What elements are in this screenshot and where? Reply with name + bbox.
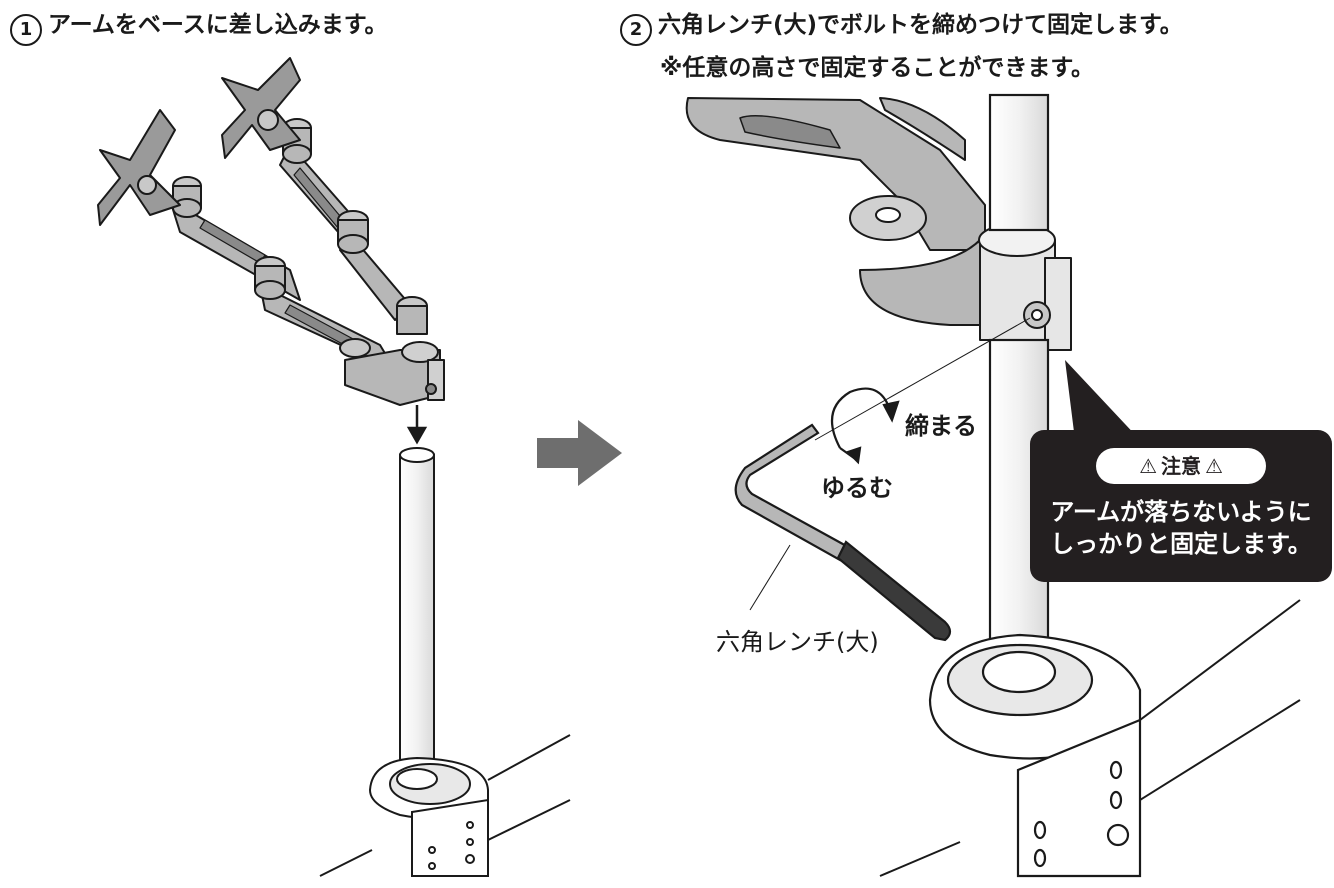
caution-line-1: アームが落ちないように bbox=[1050, 498, 1312, 526]
rotation-arrow bbox=[830, 387, 900, 465]
step-2-text: 六角レンチ(大)でボルトを締めつけて固定します。 bbox=[658, 12, 1183, 38]
caution-box: ⚠注意⚠ アームが落ちないように しっかりと固定します。 bbox=[1030, 430, 1332, 582]
warning-icon: ⚠ bbox=[1139, 454, 1157, 478]
caution-line-2: しっかりと固定します。 bbox=[1050, 530, 1312, 559]
insert-down-arrow bbox=[406, 405, 428, 445]
dual-monitor-arm bbox=[97, 57, 445, 406]
step-1-text: アームをベースに差し込みます。 bbox=[48, 12, 388, 38]
wrench-label: 六角レンチ(大) bbox=[716, 628, 879, 656]
pole-step2 bbox=[988, 93, 1050, 667]
warning-icon: ⚠ bbox=[1205, 454, 1223, 478]
step-2-note: ※任意の高さで固定することができます。 bbox=[660, 55, 1095, 81]
arm-closeup bbox=[685, 97, 1072, 351]
hex-wrench bbox=[734, 423, 952, 642]
desk-clamp-step1 bbox=[368, 756, 489, 877]
caution-title: 注意 bbox=[1161, 454, 1201, 478]
caution-pointer bbox=[1065, 360, 1140, 440]
desk-clamp-step2 bbox=[928, 633, 1142, 878]
desk-edge-step1 bbox=[319, 734, 571, 877]
tighten-label: 締まる bbox=[905, 412, 977, 440]
loosen-label: ゆるむ bbox=[821, 474, 893, 502]
next-step-arrow bbox=[537, 420, 622, 486]
step-1-number: 1 bbox=[10, 14, 42, 46]
pole-step1 bbox=[399, 447, 435, 781]
desk-edge-step2 bbox=[879, 599, 1301, 877]
caution-title-pill: ⚠注意⚠ bbox=[1096, 448, 1266, 484]
caution-message: アームが落ちないように しっかりと固定します。 bbox=[1030, 496, 1332, 561]
step-2-number: 2 bbox=[620, 14, 652, 46]
